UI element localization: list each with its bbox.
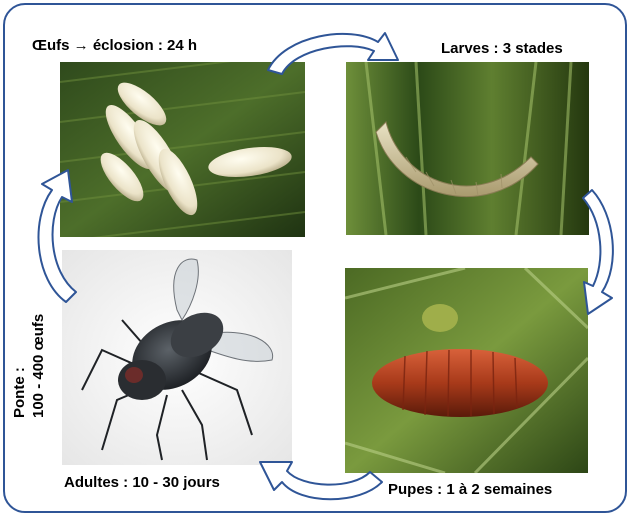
- arrow-adults-to-eggs: [38, 170, 76, 302]
- arrow-eggs-to-larvae: [268, 33, 398, 74]
- arrow-larvae-to-pupae: [583, 190, 613, 314]
- arrow-pupae-to-adults: [260, 462, 382, 499]
